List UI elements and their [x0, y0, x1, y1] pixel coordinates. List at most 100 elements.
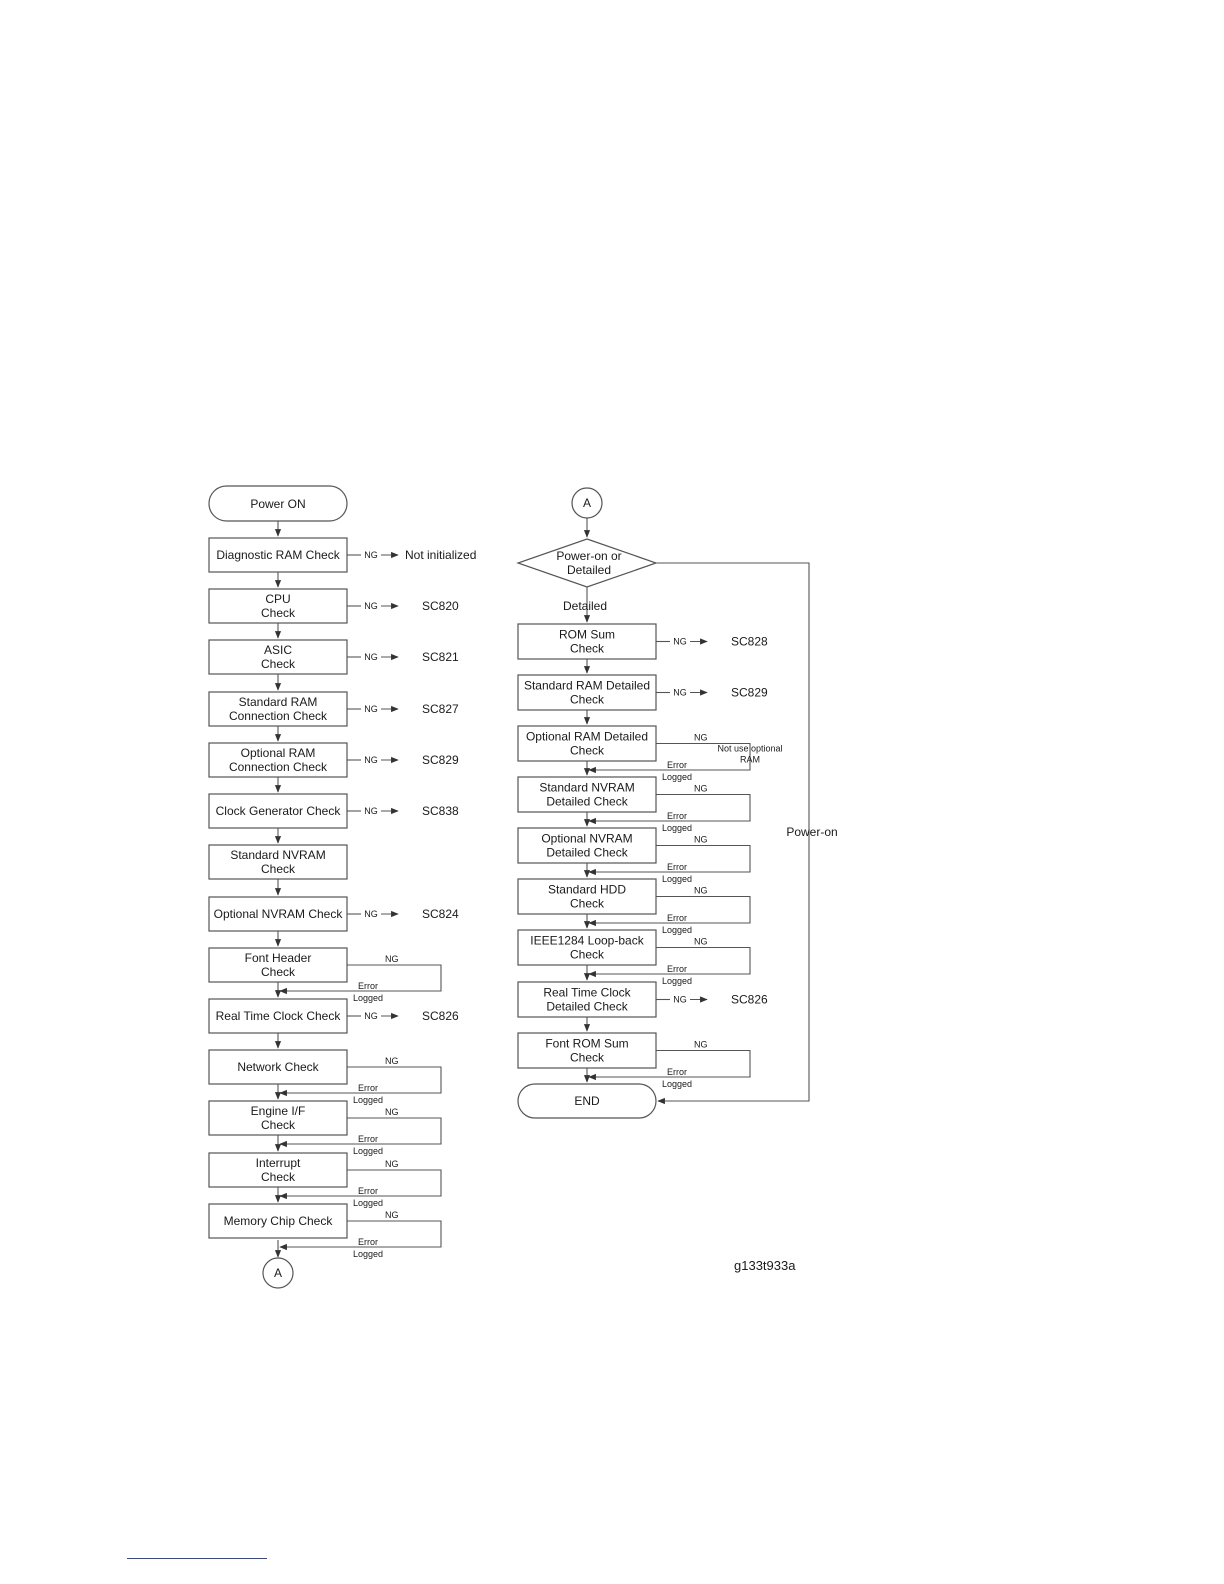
step-label: Check [261, 1118, 296, 1132]
result-label: SC826 [731, 993, 768, 1007]
step-label: IEEE1284 Loop-back [530, 934, 644, 948]
power-on-label: Power-on [786, 825, 837, 839]
ng-label: NG [364, 652, 378, 662]
step-label: Check [570, 1051, 605, 1065]
detailed-label: Detailed [563, 599, 607, 613]
step-label: Standard HDD [548, 883, 626, 897]
error-logged-label: Error [667, 964, 687, 974]
error-logged-label: Logged [662, 925, 692, 935]
step-label: Check [261, 965, 296, 979]
step-label: Standard RAM [239, 695, 318, 709]
error-logged-label: Logged [353, 1146, 383, 1156]
error-logged-label: Error [358, 1134, 378, 1144]
step-label: Network Check [237, 1060, 319, 1074]
decision-power-on-or-detailed: Power-on or Detailed [516, 538, 658, 588]
result-label: SC826 [422, 1009, 459, 1023]
error-logged-label: Error [667, 1067, 687, 1077]
step-label: Clock Generator Check [216, 804, 342, 818]
error-logged-label: Error [667, 862, 687, 872]
step-label: Check [261, 606, 296, 620]
step-label: Check [570, 897, 605, 911]
result-label: SC820 [422, 599, 459, 613]
connector-label: A [274, 1266, 282, 1280]
step-label: Check [261, 862, 296, 876]
step-label: CPU [265, 592, 290, 606]
error-logged-label: Logged [662, 772, 692, 782]
step-label: ASIC [264, 643, 292, 657]
step-label: Interrupt [256, 1156, 301, 1170]
step-label: Font ROM Sum [545, 1037, 628, 1051]
error-logged-label: Logged [353, 993, 383, 1003]
step-label: Check [261, 1170, 296, 1184]
loop-note: RAM [740, 755, 760, 765]
error-logged-label: Logged [662, 1079, 692, 1089]
end-terminal: END [517, 1083, 657, 1119]
decision-line-1: Power-on or [556, 549, 621, 563]
result-label: SC827 [422, 702, 459, 716]
error-logged-label: Error [667, 760, 687, 770]
error-logged-label: Logged [662, 976, 692, 986]
ng-label: NG [673, 995, 687, 1005]
ng-label: NG [694, 886, 708, 896]
error-logged-label: Logged [353, 1198, 383, 1208]
step-label: Connection Check [229, 709, 328, 723]
error-logged-label: Error [358, 1237, 378, 1247]
step-label: Optional NVRAM Check [214, 907, 344, 921]
footer-rule [127, 1558, 267, 1559]
step-label: Check [261, 657, 296, 671]
start-label: Power ON [250, 497, 305, 511]
step-label: Optional RAM Detailed [526, 730, 648, 744]
connector-label-top: A [583, 496, 591, 510]
step-rtc: Real Time Clock Check NG SC826 [208, 998, 459, 1049]
ng-label: NG [385, 1210, 399, 1220]
step-label: Detailed Check [546, 846, 628, 860]
error-logged-label: Error [667, 913, 687, 923]
result-label: Not initialized [405, 548, 476, 562]
ng-label: NG [673, 688, 687, 698]
step-label: Standard RAM Detailed [524, 679, 650, 693]
error-logged-label: Error [667, 811, 687, 821]
step-label: Real Time Clock [543, 986, 631, 1000]
ng-label: NG [694, 835, 708, 845]
step-label: Optional NVRAM [541, 832, 632, 846]
error-logged-label: Logged [353, 1249, 383, 1259]
result-label: SC821 [422, 650, 459, 664]
ng-label: NG [694, 733, 708, 743]
error-logged-label: Logged [662, 874, 692, 884]
step-label: Connection Check [229, 760, 328, 774]
step-label: Standard NVRAM [230, 848, 325, 862]
step-label: Standard NVRAM [539, 781, 634, 795]
decision-line-2: Detailed [567, 563, 611, 577]
ng-label: NG [364, 755, 378, 765]
figure-id: g133t933a [734, 1258, 796, 1273]
step-label: Check [570, 744, 605, 758]
ng-label: NG [364, 1011, 378, 1021]
result-label: SC829 [731, 686, 768, 700]
error-logged-label: Error [358, 981, 378, 991]
result-label: SC824 [422, 907, 459, 921]
step-label: Real Time Clock Check [216, 1009, 342, 1023]
ng-label: NG [385, 1107, 399, 1117]
result-label: SC838 [422, 804, 459, 818]
error-logged-label: Logged [353, 1095, 383, 1105]
step-label: Detailed Check [546, 1000, 628, 1014]
step-label: Detailed Check [546, 795, 628, 809]
step-opt-ram-detail: Optional RAM DetailedCheckNGErrorLoggedN… [517, 725, 783, 782]
end-label: END [574, 1094, 600, 1108]
